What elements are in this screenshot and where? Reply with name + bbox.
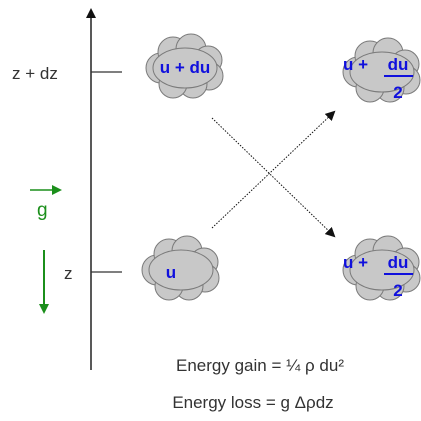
- energy-gain-equation: Energy gain = ¼ ρ du²: [176, 356, 344, 375]
- mix-arrow-up: [211, 110, 336, 229]
- parcel-mixed-upper-prefix: u +: [343, 55, 368, 74]
- parcel-mixed-upper-denominator: 2: [393, 83, 402, 102]
- parcel-mixed-lower-prefix: u +: [343, 253, 368, 272]
- parcel-lower-label: u: [166, 263, 176, 282]
- parcel-upper-label: u + du: [160, 58, 211, 77]
- lower-level-label: z: [64, 264, 73, 283]
- parcel-mixed-lower-denominator: 2: [393, 281, 402, 300]
- energy-loss-equation: Energy loss = g Δρdz: [172, 393, 333, 412]
- upper-level-label: z + dz: [12, 64, 58, 83]
- parcel-lower-cloud: [141, 235, 220, 301]
- gravity-symbol: g: [37, 200, 48, 221]
- parcel-mixed-lower-numerator: du: [388, 253, 409, 272]
- parcel-mixed-upper-numerator: du: [388, 55, 409, 74]
- mix-arrow-down: [211, 117, 336, 238]
